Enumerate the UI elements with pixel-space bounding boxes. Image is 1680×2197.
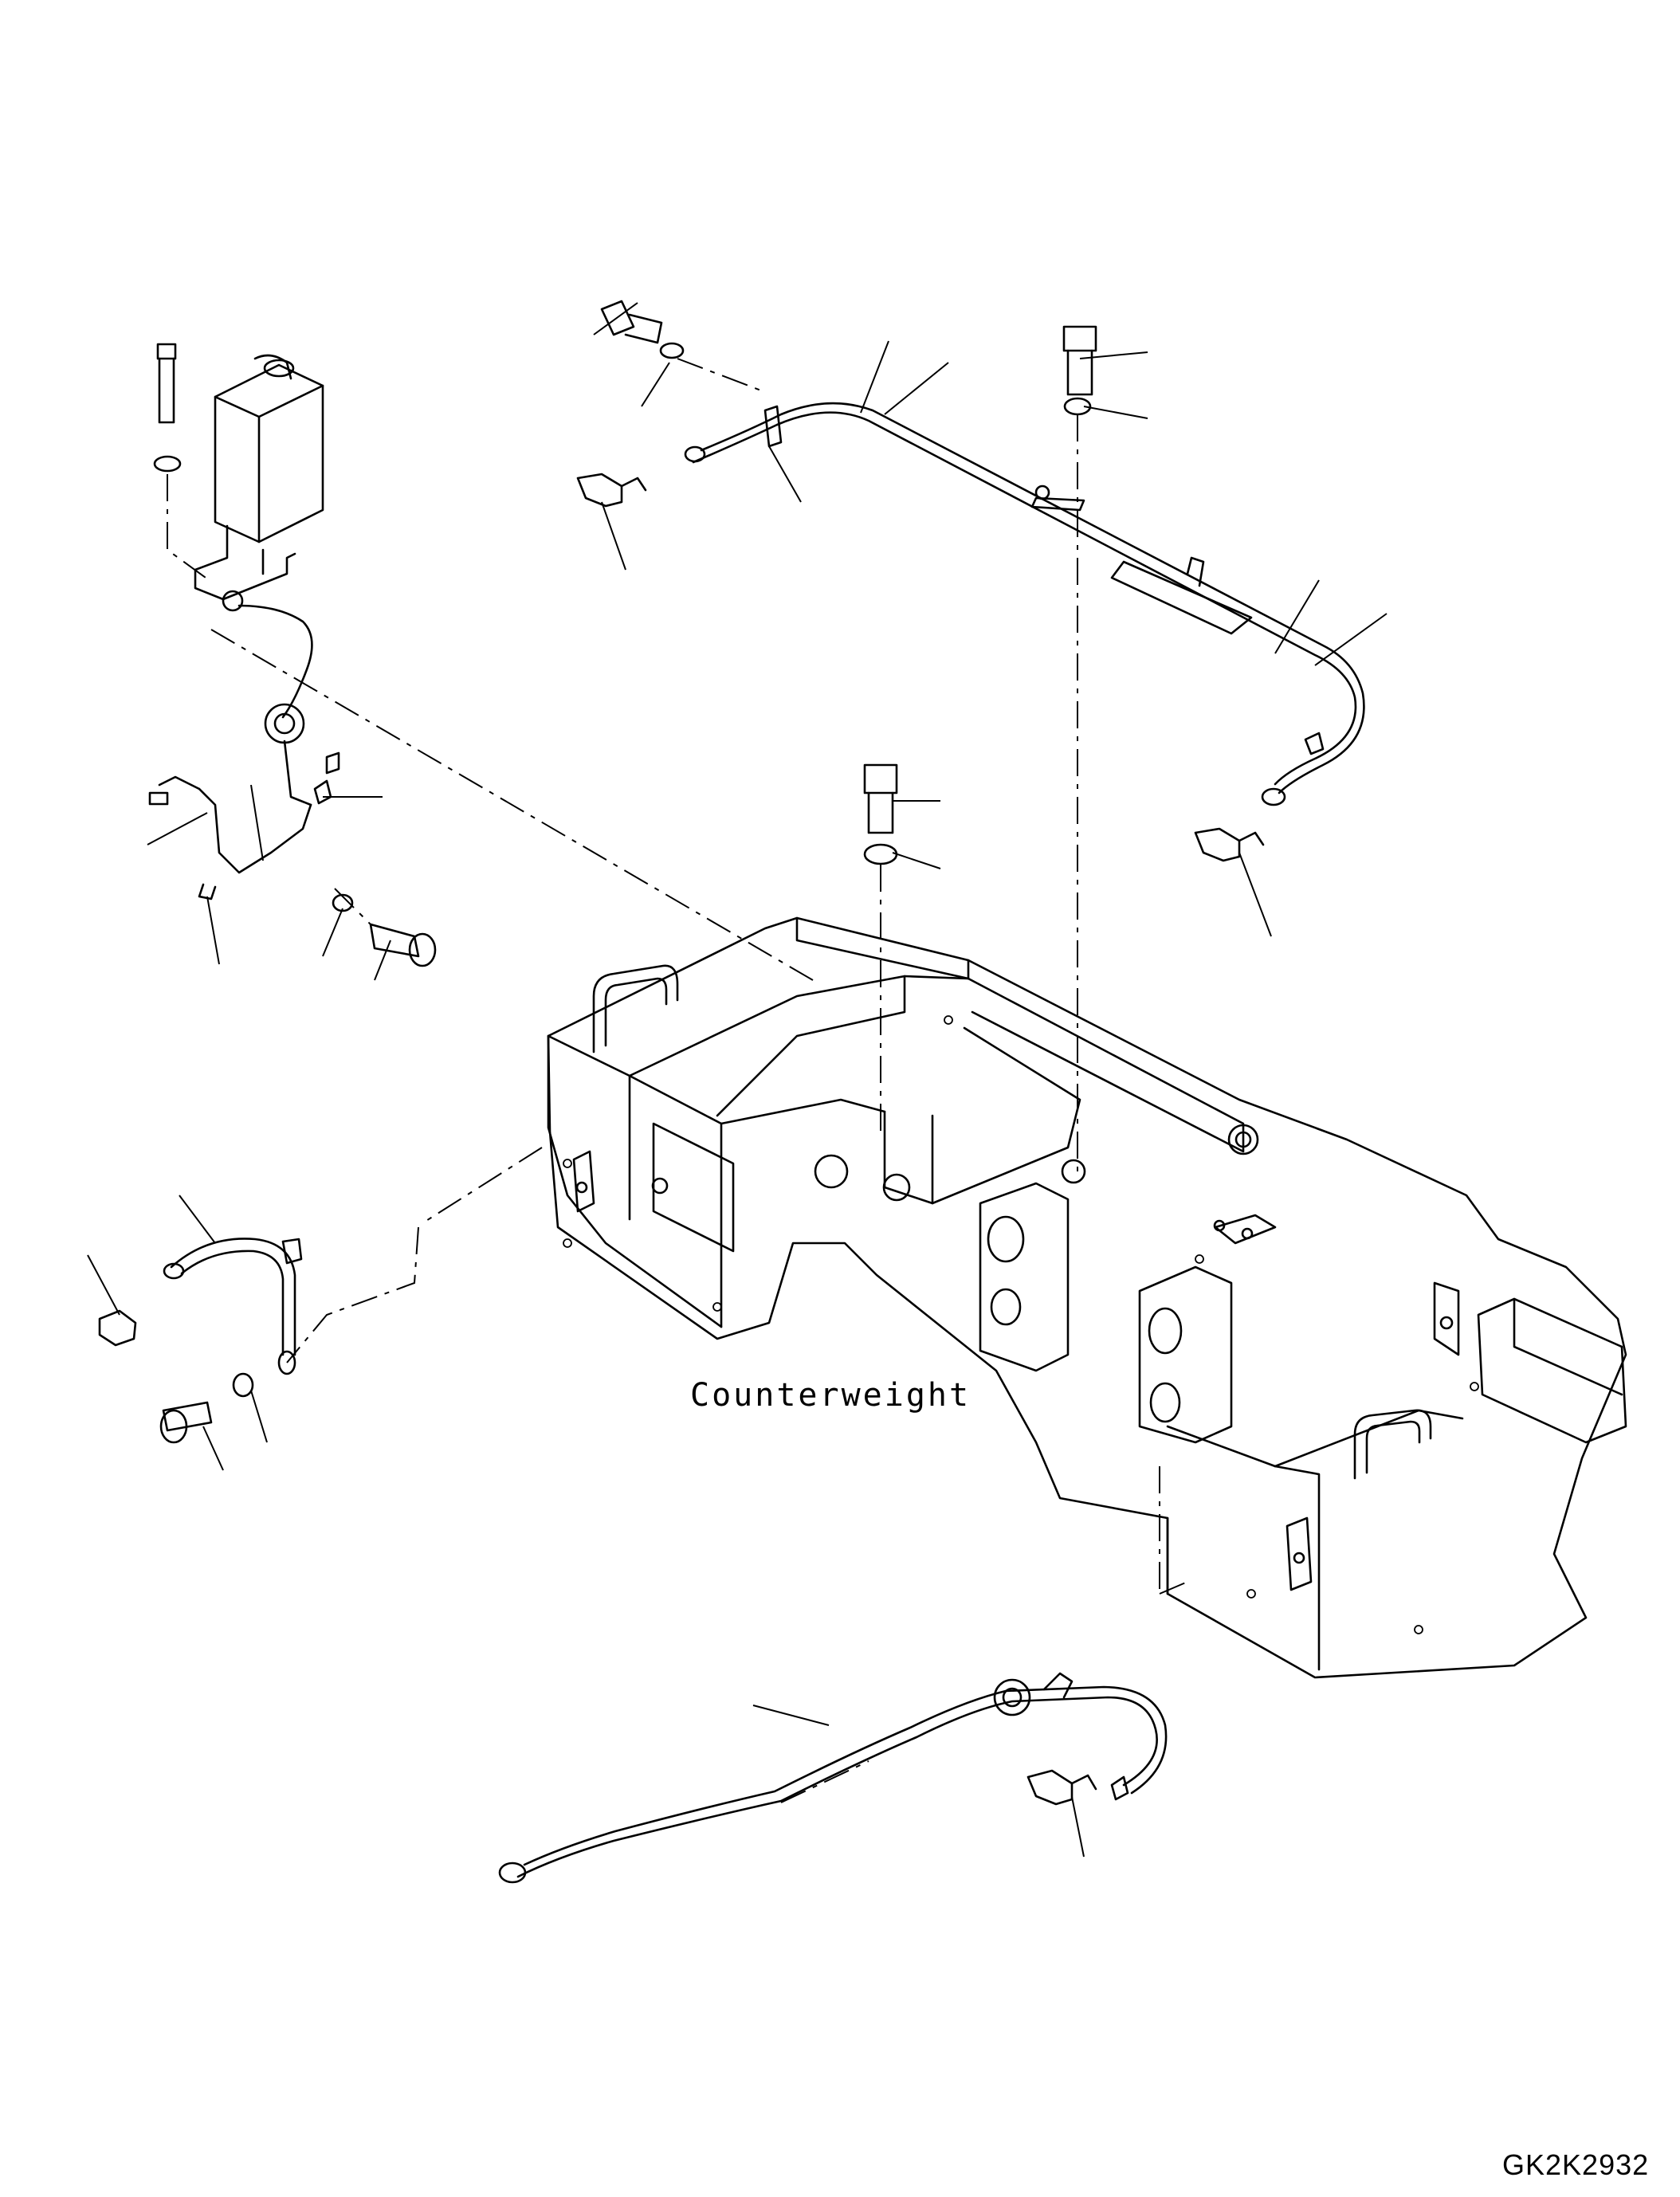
counterweight-body — [547, 916, 1627, 1679]
figure-code-label: GK2K2932 — [1502, 2148, 1650, 2181]
counterweight-label: Counterweight — [690, 1377, 971, 1414]
bottom-harness — [498, 1672, 1168, 1884]
center-bolt-washer — [863, 763, 898, 865]
alignment-lines — [167, 358, 1188, 1803]
horn-switch-assembly — [148, 343, 437, 967]
leader-lines — [87, 302, 1388, 1858]
ground-cable — [98, 1238, 303, 1444]
upper-cable-assembly — [576, 300, 1365, 862]
